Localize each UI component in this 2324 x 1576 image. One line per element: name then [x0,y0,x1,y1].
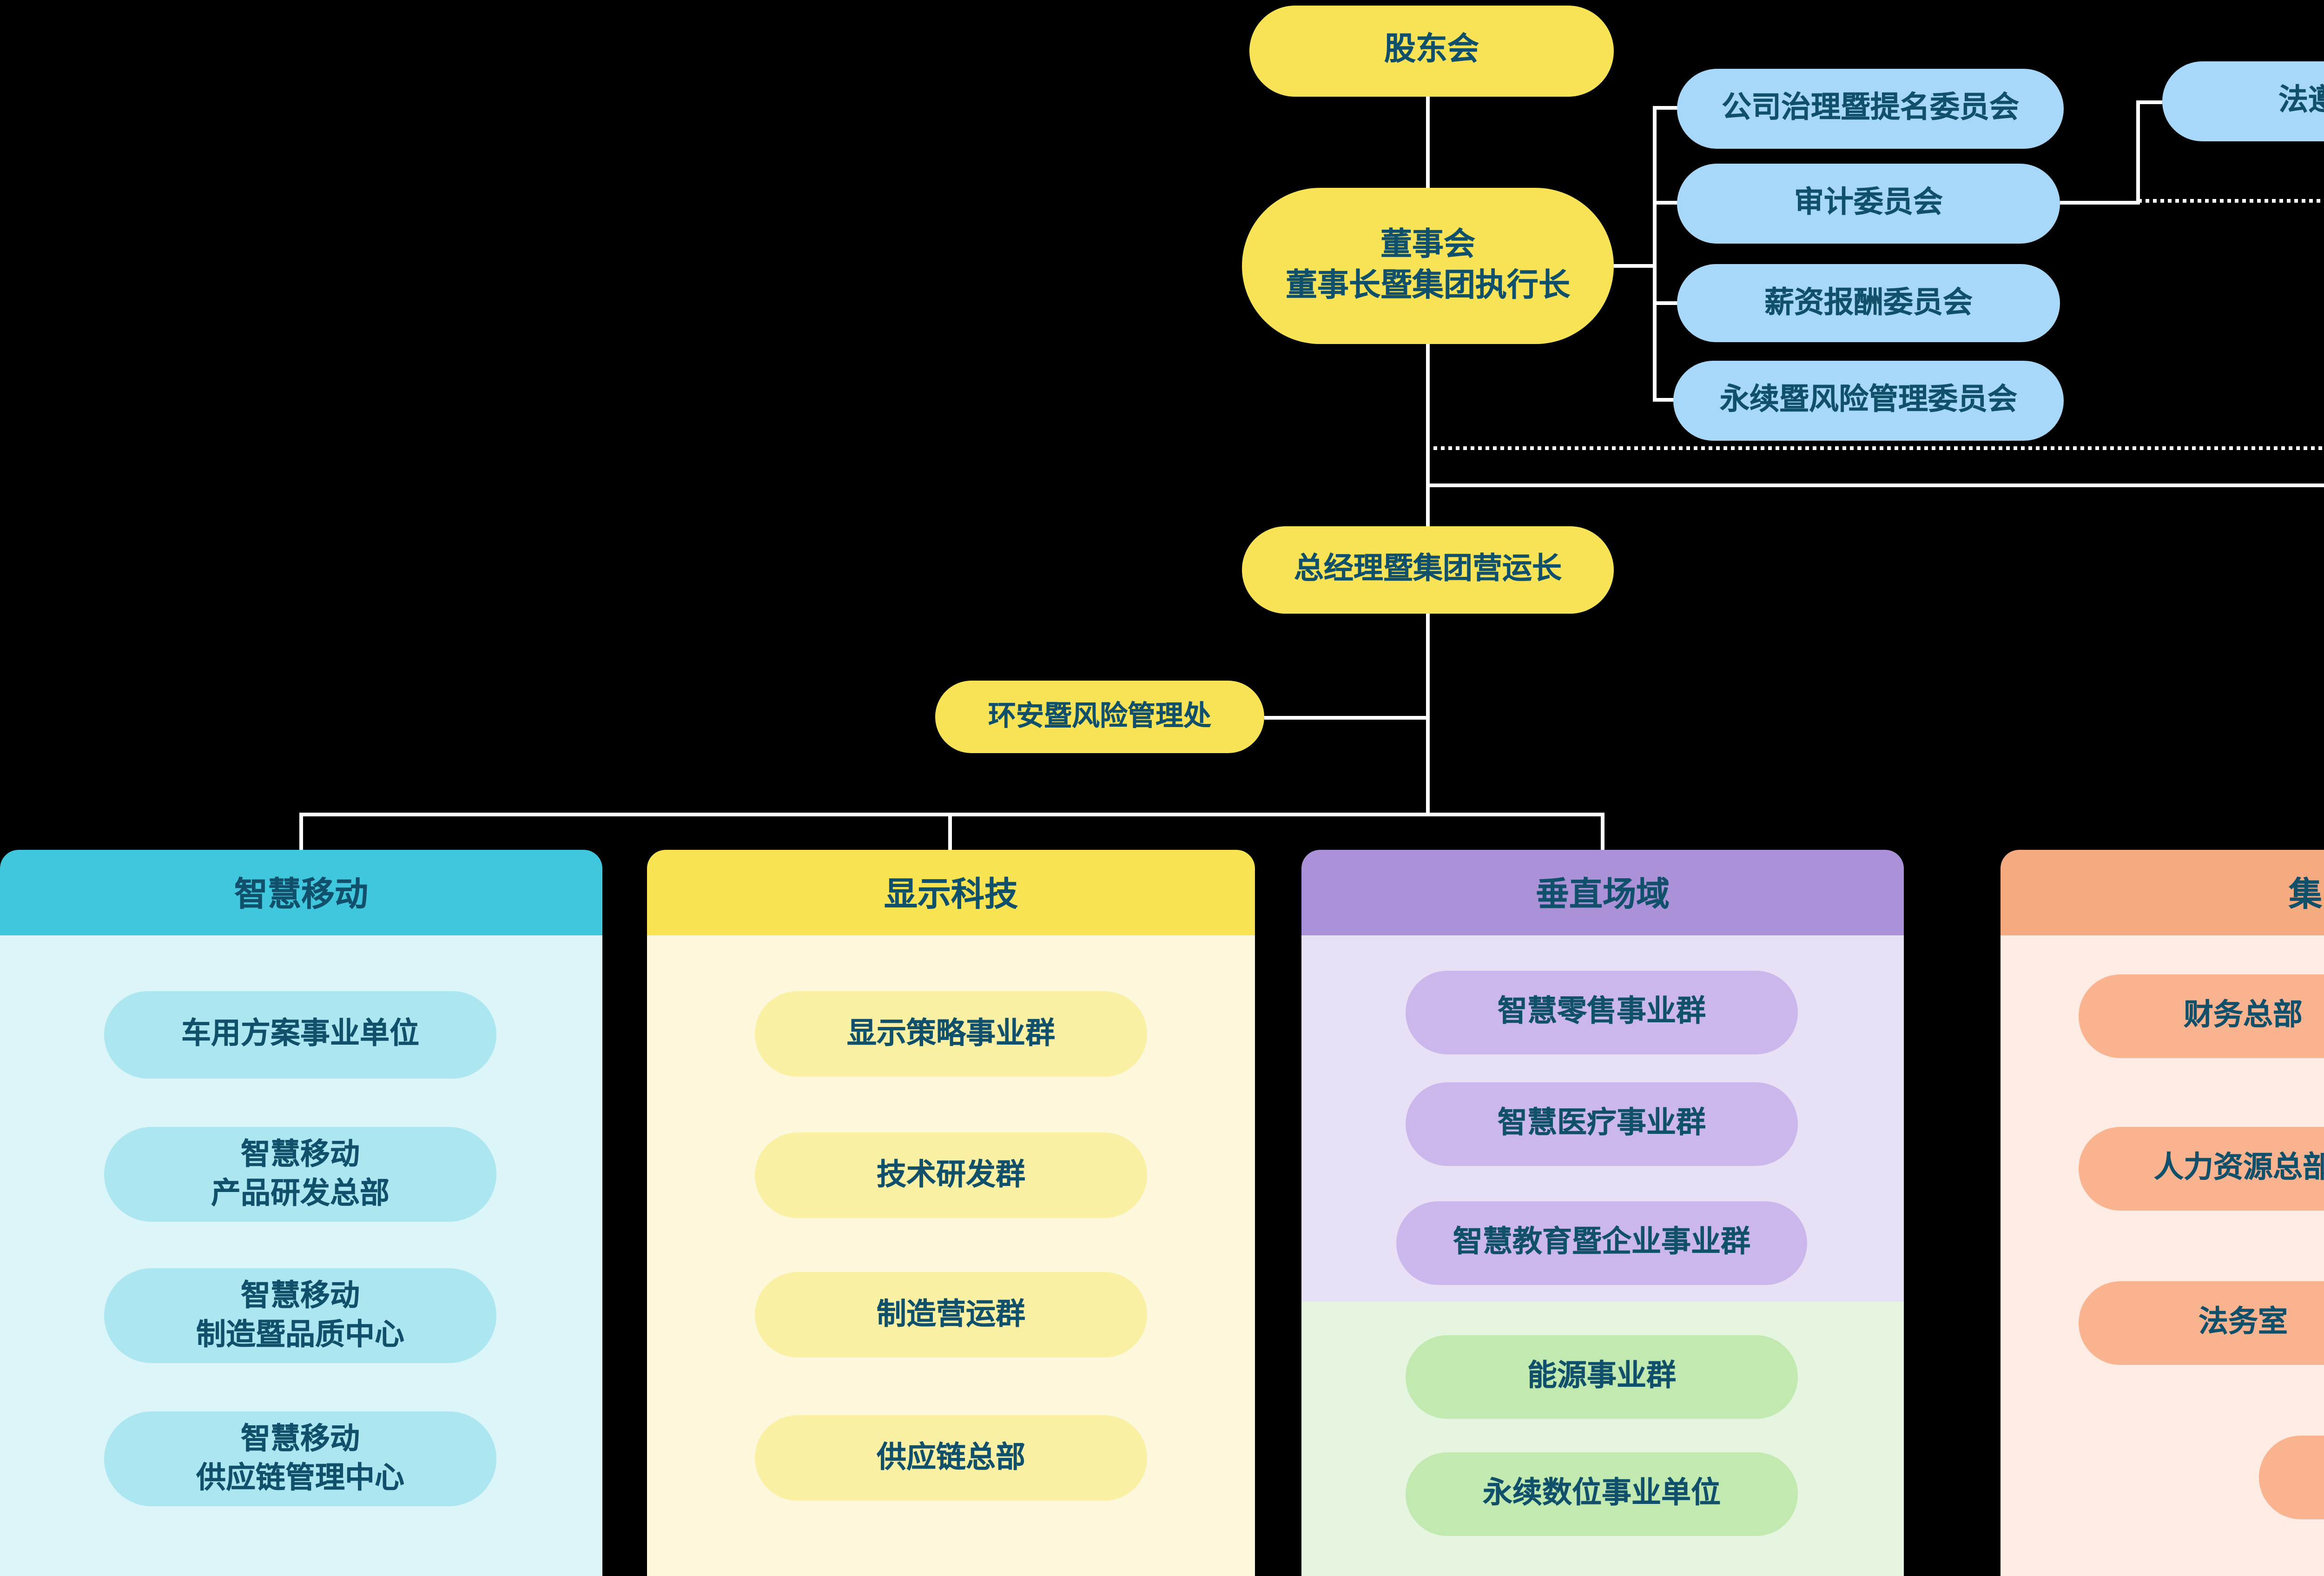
node-coo: 总经理暨集团营运长 [1242,526,1614,614]
connector-drop-display [948,813,952,850]
connector-ehs [1264,716,1426,720]
connector-board-coo [1426,344,1430,526]
org-node: 法务室 [2079,1281,2324,1365]
column-header-support: 集团营运支援单位 [2000,850,2324,935]
connector-coo-divisions [1426,614,1430,813]
connector-compliance-stub [2136,100,2162,104]
connector-committee-stub-3 [1655,301,1681,305]
column-header-display: 显示科技 [647,850,1255,935]
node-ehs-office: 环安暨风险管理处 [935,681,1264,753]
org-node: 智慧移动 产品研发总部 [104,1127,496,1222]
dotted-audit-h [2138,199,2324,203]
org-node: 永续数位事业单位 [1406,1452,1798,1536]
connector-drop-smart-mobility [299,813,303,850]
org-node: 智慧教育暨企业事业群 [1396,1201,1807,1285]
node-committee-audit: 审计委员会 [1677,164,2060,244]
org-node: 稽核管理处 [2259,1436,2324,1519]
connector-committee-stub-4 [1655,398,1681,402]
connector-shareholders-board [1426,97,1430,188]
node-shareholders: 股东会 [1249,6,1614,97]
node-committee-compensation: 薪资报酬委员会 [1677,264,2060,342]
connector-committee-stub-2 [1655,201,1681,205]
connector-support-branch-h [1426,483,2324,487]
org-node: 显示策略事业群 [755,991,1147,1077]
connector-divisions-bus [301,813,1603,816]
org-node: 能源事业群 [1406,1335,1798,1419]
org-node: 财务总部 [2079,974,2324,1058]
connector-committee-stub-1 [1655,106,1681,110]
connector-board-committees [1614,264,1655,268]
org-node: 供应链总部 [755,1415,1147,1501]
org-node: 智慧移动 供应链管理中心 [104,1411,496,1506]
connector-drop-vertical [1601,813,1604,850]
node-compliance-advisor: 法遵总顾问 [2162,61,2324,141]
org-node: 智慧医疗事业群 [1406,1082,1798,1166]
org-node: 制造营运群 [755,1272,1147,1357]
column-header-smart-mobility: 智慧移动 [0,850,602,935]
connector-audit-compliance-v [2136,100,2140,205]
node-committee-sustainability-risk: 永续暨风险管理委员会 [1673,361,2064,441]
connector-committee-spine [1653,106,1657,402]
org-node: 智慧移动 制造暨品质中心 [104,1268,496,1363]
org-node: 技术研发群 [755,1132,1147,1218]
node-board: 董事会 董事长暨集团执行长 [1242,188,1614,344]
org-node: 智慧零售事业群 [1406,971,1798,1054]
connector-audit-compliance-h [2060,201,2138,205]
dotted-compliance-h [1426,446,2324,450]
column-header-vertical: 垂直场域 [1301,850,1904,935]
org-node: 人力资源总部 [2079,1127,2324,1211]
org-node: 车用方案事业单位 [104,991,496,1079]
node-committee-governance: 公司治理暨提名委员会 [1677,69,2064,149]
